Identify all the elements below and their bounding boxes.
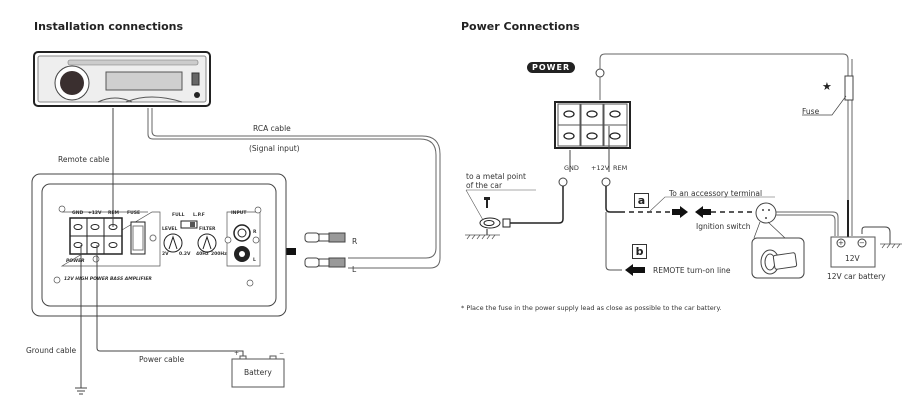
remote-cable-label: Remote cable (58, 155, 110, 164)
fuse (844, 75, 854, 101)
level-label: LEVEL (162, 227, 178, 232)
input-label: INPUT (231, 211, 247, 216)
rca-plug-r (304, 232, 346, 243)
level-min-label: 2V (162, 252, 169, 257)
battery-minus: − (279, 350, 285, 357)
rca-plug-l (304, 257, 346, 268)
ground-cable-label: Ground cable (26, 346, 77, 355)
amp-fuse-label: FUSE (127, 211, 141, 216)
left-battery (231, 358, 285, 388)
filter-max-label: 200Hz (211, 252, 227, 257)
rca-cable-label: RCA cable (253, 124, 291, 133)
power-cable-label: Power cable (139, 355, 185, 364)
ground-symbol-metal (465, 234, 500, 240)
level-knob (163, 233, 183, 253)
fuse-note: * Place the fuse in the power supply lea… (461, 304, 722, 312)
ground-symbol-left (75, 387, 87, 395)
battery-plus-right: + (838, 239, 844, 247)
signal-input-label: (Signal input) (249, 144, 300, 153)
option-a-label: a (634, 193, 649, 208)
arrow-left (695, 206, 711, 218)
option-b-label: b (632, 244, 647, 259)
remote-line-label: REMOTE turn-on line (653, 266, 731, 275)
ignition-switch-label: Ignition switch (696, 222, 751, 231)
rca-cable (147, 108, 437, 259)
amp-rem-label: REM (108, 211, 120, 216)
battery-label: Battery (244, 368, 272, 377)
filter-label: FILTER (199, 227, 216, 232)
input-r-label: R (253, 230, 257, 235)
power-terminal-block (554, 101, 631, 149)
arrow-right (672, 206, 688, 218)
amp-gnd-label: GND (72, 211, 84, 216)
12v-terminal-label: +12V (591, 164, 610, 172)
switch-full-label: FULL (172, 213, 185, 218)
full-lpf-switch (180, 220, 198, 229)
head-unit (33, 51, 211, 107)
level-max-label: 0.2V (179, 252, 191, 257)
car-battery-label: 12V car battery (827, 272, 886, 281)
power-cable (96, 245, 244, 356)
input-l-label: L (253, 258, 256, 263)
battery-minus-right: − (859, 239, 865, 247)
amp-power-label: POWER (66, 259, 85, 264)
installation-title: Installation connections (34, 20, 184, 33)
amp-12v-label: +12V (88, 211, 102, 216)
ignition-switch (755, 202, 777, 224)
arrow-remote (625, 264, 645, 276)
amp-model-label: 12V HIGH POWER BASS AMPLIFIER (64, 277, 152, 282)
star-icon: ★ (822, 80, 832, 93)
rem-terminal-label: REM (613, 164, 628, 172)
filter-knob (197, 233, 217, 253)
amp-terminal-block (69, 217, 123, 255)
accessory-terminal-label: To an accessory terminal (669, 189, 763, 198)
ground-symbol-battery (880, 243, 902, 249)
rca-r-label: R (352, 237, 358, 246)
rca-l-label: L (352, 265, 357, 274)
battery-plus: + (234, 350, 240, 357)
power-badge: POWER (527, 62, 576, 73)
power-connections-title: Power Connections (461, 20, 580, 33)
battery-voltage-label: 12V (845, 254, 860, 263)
gnd-lead (510, 186, 564, 224)
filter-min-label: 40Hz (196, 252, 209, 257)
fuse-label: Fuse (802, 107, 820, 116)
switch-lpf-label: L.P.F (193, 213, 205, 218)
gnd-terminal-label: GND (564, 164, 579, 172)
power-lead (599, 53, 849, 236)
metal-point-label: to a metal point of the car (466, 172, 526, 190)
